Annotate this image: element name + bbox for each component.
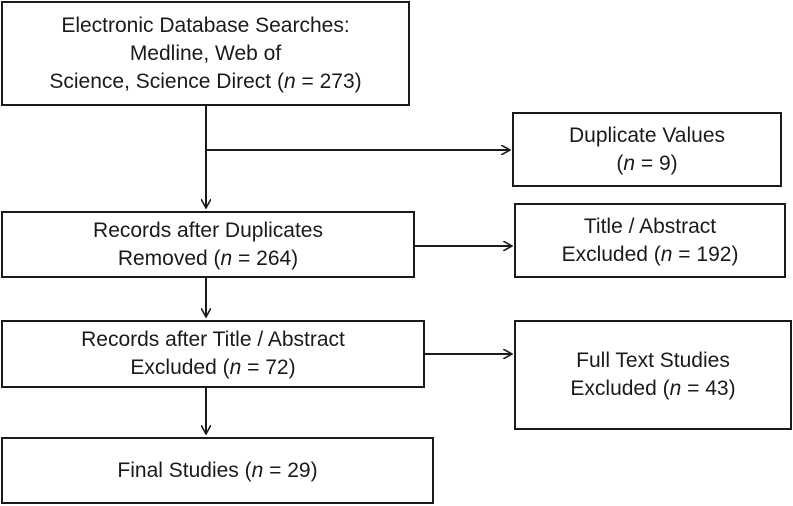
records-after-duplicates-line-1: Records after Duplicates bbox=[93, 218, 323, 242]
search-line-1: Electronic Database Searches: bbox=[61, 13, 350, 37]
search-line-2: Medline, Web of bbox=[129, 41, 282, 65]
full-text-excluded-line-1: Full Text Studies bbox=[576, 349, 730, 372]
records-after-title-abstract-line-1: Records after Title / Abstract bbox=[81, 328, 345, 351]
duplicate-values-box: Duplicate Values (n = 9) bbox=[512, 112, 782, 187]
full-text-excluded-text: Full Text Studies Excluded (n = 43) bbox=[570, 347, 735, 403]
title-abstract-excluded-line-1: Title / Abstract bbox=[583, 214, 717, 238]
final-studies-box: Final Studies (n = 29) bbox=[1, 437, 434, 504]
title-abstract-excluded-line-2: Excluded (n = 192) bbox=[561, 242, 739, 266]
full-text-excluded-box: Full Text Studies Excluded (n = 43) bbox=[514, 320, 792, 430]
search-line-3: Science, Science Direct (n = 273) bbox=[49, 69, 362, 93]
title-abstract-excluded-text: Title / Abstract Excluded (n = 192) bbox=[562, 213, 739, 269]
search-box-text: Electronic Database Searches: Medline, W… bbox=[49, 12, 361, 96]
records-after-duplicates-line-2: Removed (n = 264) bbox=[117, 246, 299, 270]
search-box: Electronic Database Searches: Medline, W… bbox=[1, 1, 410, 106]
records-after-duplicates-text: Records after Duplicates Removed (n = 26… bbox=[93, 217, 323, 273]
full-text-excluded-line-2: Excluded (n = 43) bbox=[570, 377, 736, 400]
records-after-title-abstract-line-2: Excluded (n = 72) bbox=[130, 356, 296, 379]
records-after-duplicates-box: Records after Duplicates Removed (n = 26… bbox=[1, 211, 415, 278]
title-abstract-excluded-box: Title / Abstract Excluded (n = 192) bbox=[514, 203, 786, 278]
final-studies-line-1: Final Studies (n = 29) bbox=[117, 458, 318, 482]
duplicate-values-line-2: (n = 9) bbox=[616, 151, 678, 175]
records-after-title-abstract-text: Records after Title / Abstract Excluded … bbox=[81, 326, 345, 382]
duplicate-values-text: Duplicate Values (n = 9) bbox=[569, 122, 725, 178]
final-studies-text: Final Studies (n = 29) bbox=[117, 457, 317, 485]
duplicate-values-line-1: Duplicate Values bbox=[568, 123, 726, 147]
records-after-title-abstract-box: Records after Title / Abstract Excluded … bbox=[1, 320, 425, 388]
